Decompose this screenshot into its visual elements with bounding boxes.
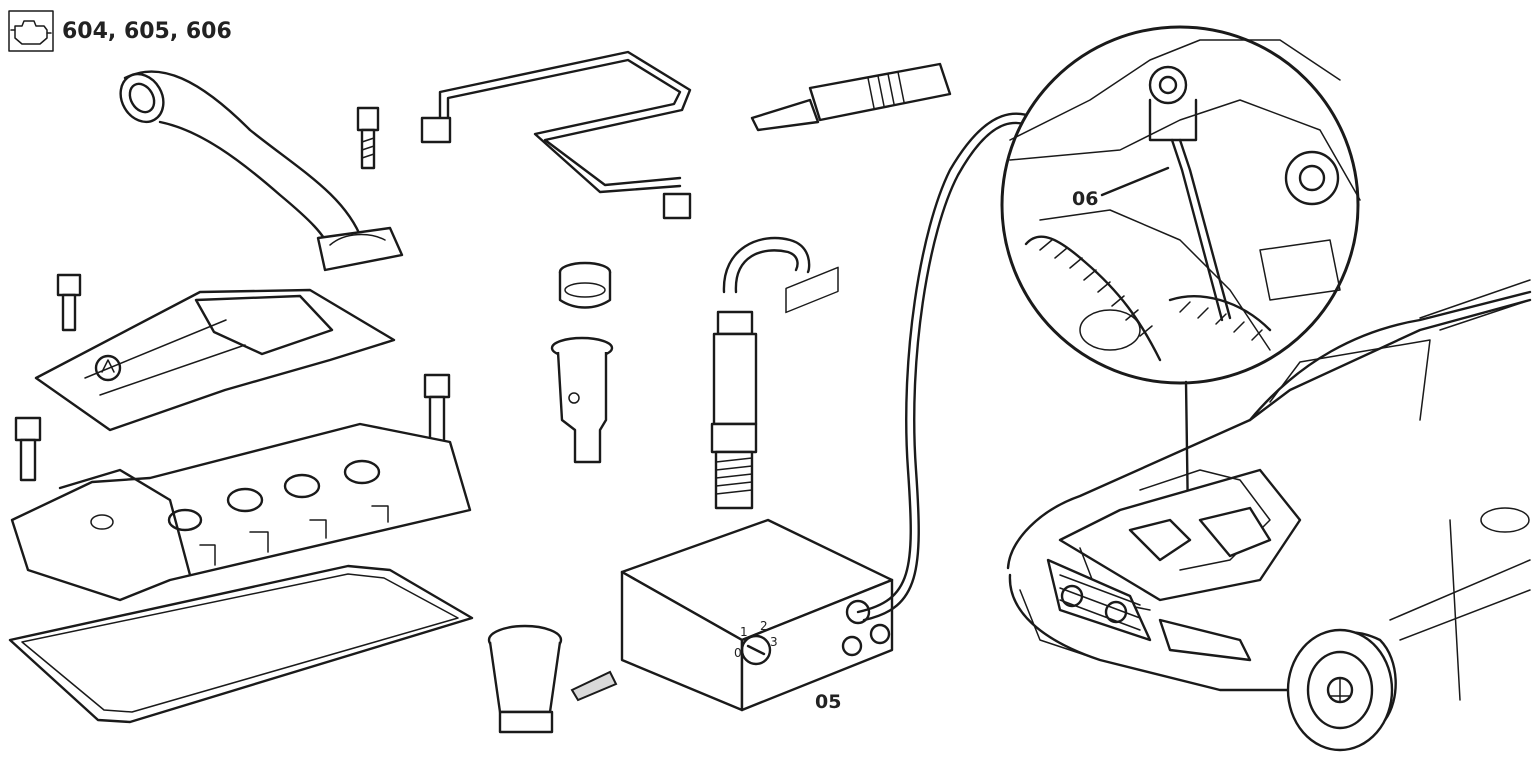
car bbox=[1006, 279, 1532, 752]
dial-pos-2: 2 bbox=[760, 619, 768, 633]
dial-pos-0: 0 bbox=[734, 646, 742, 660]
callout-sensor: 06 bbox=[1072, 188, 1098, 210]
bolt bbox=[356, 106, 380, 170]
dial-pos-1: 1 bbox=[740, 625, 748, 639]
dial-pos-3: 3 bbox=[770, 635, 778, 649]
bent-tube bbox=[420, 50, 692, 220]
grommet bbox=[558, 261, 612, 309]
detail-magnifier bbox=[1000, 25, 1361, 385]
bolts-set bbox=[14, 273, 451, 482]
header: 604, 605, 606 bbox=[8, 10, 232, 52]
engine-models-label: 604, 605, 606 bbox=[62, 19, 232, 44]
valve-cover bbox=[10, 422, 472, 602]
tester-cable bbox=[856, 112, 1057, 622]
probe bbox=[750, 62, 952, 132]
sleeve bbox=[550, 336, 614, 464]
engine-icon bbox=[8, 10, 54, 52]
injector bbox=[710, 236, 811, 510]
cover-plate bbox=[34, 288, 396, 432]
adapter-cup bbox=[487, 624, 618, 734]
gasket bbox=[8, 564, 474, 724]
callout-tester: 05 bbox=[815, 691, 841, 713]
intake-pipe bbox=[119, 70, 404, 272]
tester-box: 0 1 2 3 bbox=[620, 266, 894, 712]
